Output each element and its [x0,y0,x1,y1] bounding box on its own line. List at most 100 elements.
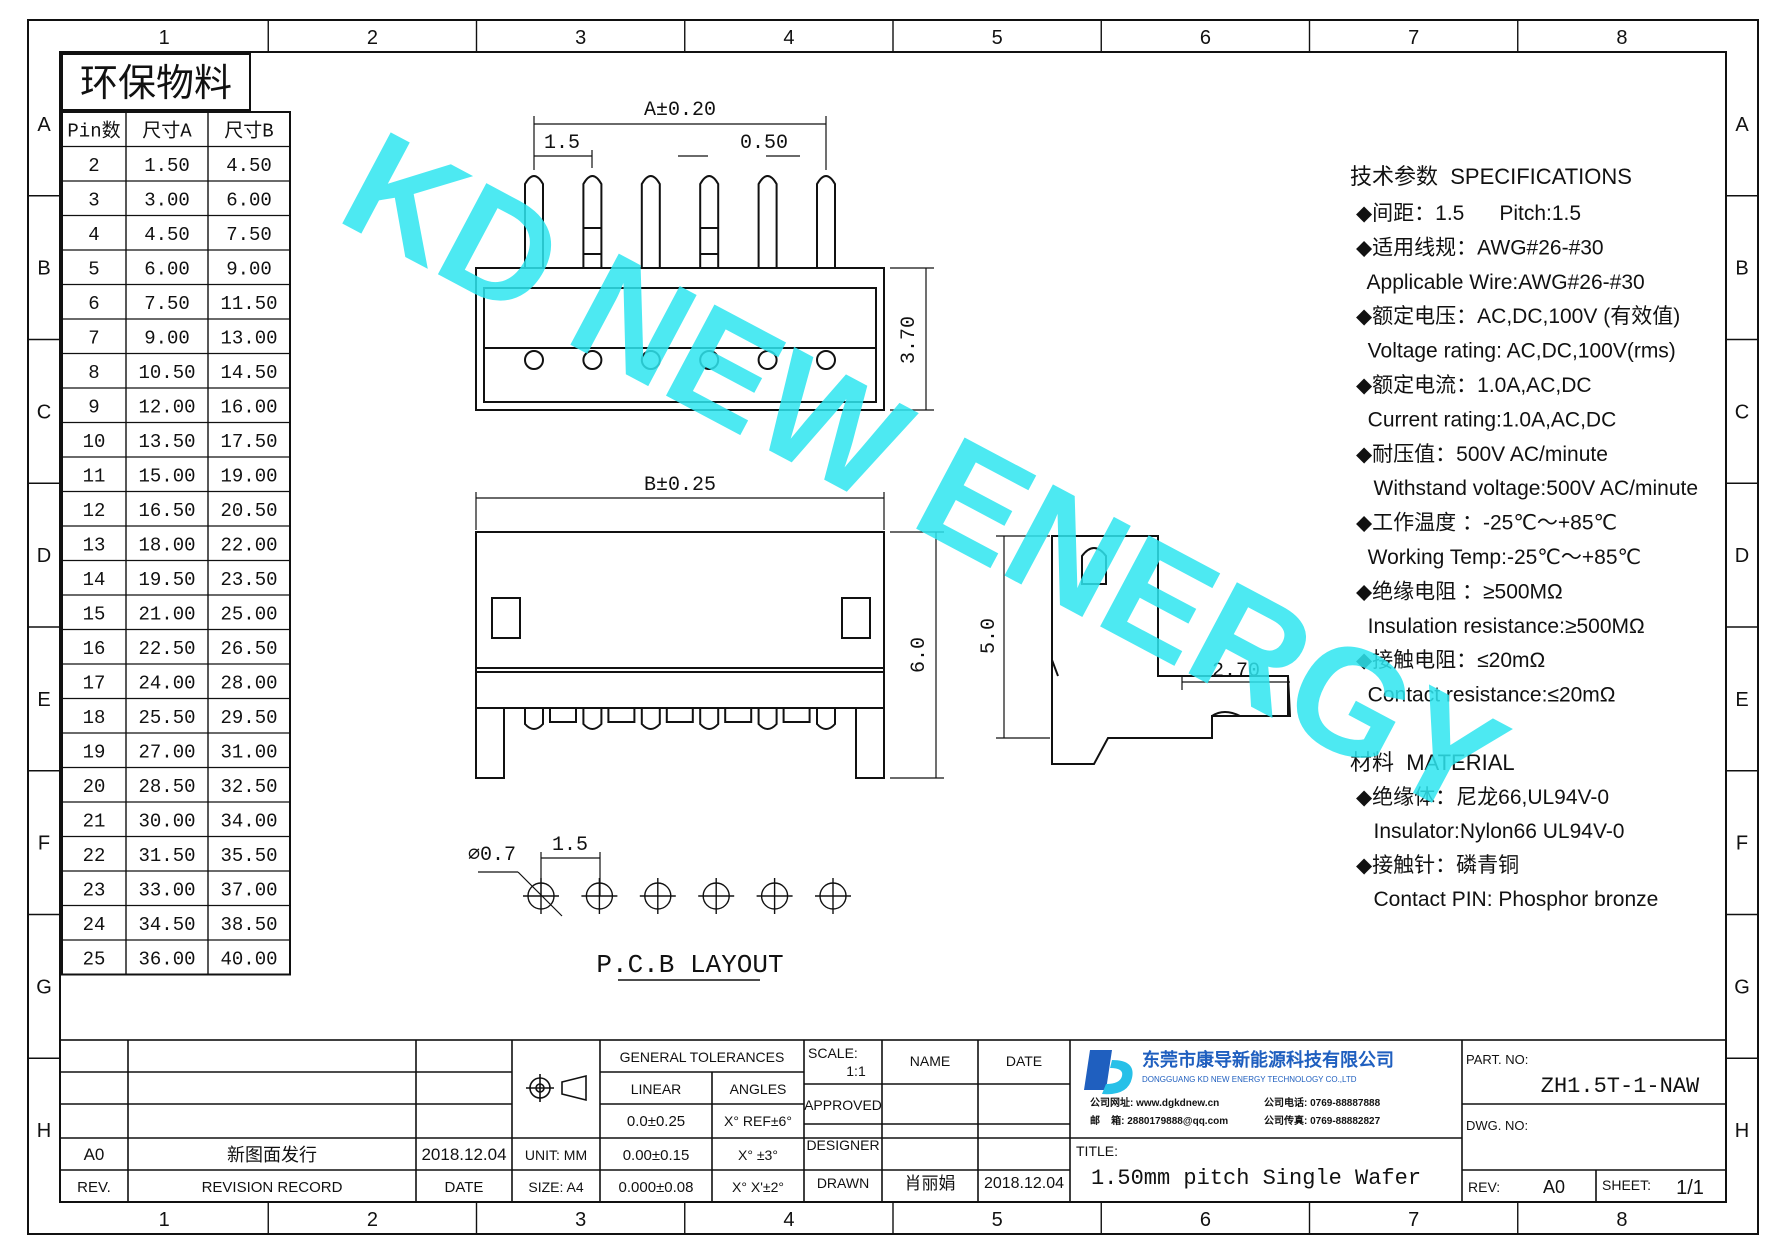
pin-table-cell: 25.50 [138,707,195,729]
spec-line: ◆适用线规：AWG#26-#30 [1356,236,1604,259]
pin-table-cell: 30.00 [138,810,195,832]
pin-table-cell: 6.00 [144,258,190,280]
linear-header: LINEAR [631,1081,682,1097]
zone-column-label: 7 [1408,27,1419,49]
tolerance-1: 0.0±0.25 [627,1113,685,1130]
bottom-dimensions [475,492,944,779]
spec-line: Applicable Wire:AWG#26-#30 [1356,271,1645,294]
company-name-cn: 东莞市康导新能源科技有限公司 [1142,1049,1394,1070]
contact-email: 邮 箱: 2880179888@qq.com [1090,1114,1228,1127]
title-label: TITLE: [1076,1143,1118,1159]
zone-column-label: 2 [367,1209,378,1231]
material-title: 材料 MATERIAL [1350,750,1515,775]
pin-table-cell: 15.00 [138,465,195,487]
zone-column-label: 2 [367,27,378,49]
general-tolerances-label: GENERAL TOLERANCES [620,1049,785,1065]
pin-table-cell: 19.50 [138,569,195,591]
front-hole [582,350,603,370]
scale-value: 1:1 [846,1063,866,1079]
zone-column-label: 8 [1616,1209,1627,1231]
pin-table-cell: 1.50 [144,155,190,177]
pin-table-cell: 9.00 [226,258,272,280]
zone-row-label: D [1735,545,1749,567]
zone-row-label: E [37,689,50,711]
designer-label: DESIGNER [806,1137,879,1153]
pin-table-cell: 3.00 [144,189,190,211]
front-hole [757,350,778,370]
spec-line: Working Temp:-25℃～+85℃ [1356,546,1641,569]
zone-row-label: B [1735,258,1748,280]
pin-table-cell: 4 [88,224,99,246]
pcb-layout-label: P.C.B LAYOUT [596,950,783,980]
zone-row-label: C [37,401,51,423]
spec-line: ◆间距：1.5 Pitch:1.5 [1356,202,1581,225]
pin-table-cell: 16.50 [138,500,195,522]
bottom-slot [665,707,694,723]
approved-label: APPROVED [804,1097,882,1113]
bottom-pin [582,708,603,730]
pin-table-header: 尺寸A [142,119,192,142]
sheet-label: SHEET: [1602,1177,1651,1193]
front-pin [757,175,778,268]
spec-line: ◆耐压值：500V AC/minute [1356,443,1608,466]
dwg-no-label: DWG. NO: [1466,1118,1528,1133]
pin-table-cell: 31.50 [138,845,195,867]
spec-line: Voltage rating: AC,DC,100V(rms) [1356,340,1676,363]
pin-table-cell: 20.50 [220,500,277,522]
spec-line: ◆绝缘电阻 ：≥500MΩ [1356,580,1563,603]
material-line: Insulator:Nylon66 UL94V-0 [1356,820,1625,843]
bottom-pin [757,708,778,730]
pin-table-cell: 34.50 [138,914,195,936]
pin-table-cell: 22.00 [220,534,277,556]
pin-table-cell: 4.50 [144,224,190,246]
zone-column-label: 6 [1200,1209,1211,1231]
pin-table-cell: 36.00 [138,948,195,970]
zone-column-label: 5 [992,27,1003,49]
angles-header: ANGLES [730,1081,787,1097]
material-line: Contact PIN: Phosphor bronze [1356,888,1658,911]
scale-label: SCALE: [808,1045,858,1061]
bottom-slot [549,707,577,723]
pin-table-cell: 19.00 [220,465,277,487]
pin-table-cell: 20 [83,776,106,798]
zone-row-label: H [37,1120,51,1142]
title-value: 1.50mm pitch Single Wafer [1091,1166,1421,1191]
pin-table-cell: 22.50 [138,638,195,660]
pin-table-cell: 31.00 [220,741,277,763]
pin-table-cell: 12 [83,500,106,522]
zone-row-label: B [37,258,50,280]
pin-table-cell: 8 [88,362,99,384]
pin-table-cell: 15 [83,603,106,625]
pin-table-cell: 11.50 [220,293,277,315]
drawn-date: 2018.12.04 [984,1175,1064,1192]
pin-table-cell: 19 [83,741,106,763]
rev-header: REV. [77,1179,111,1196]
pin-table-cell: 33.00 [138,879,195,901]
zone-column-label: 8 [1616,27,1627,49]
pin-table-cell: 9.00 [144,327,190,349]
dim-side-height-label: 5.0 [978,618,1001,654]
front-view [475,175,885,411]
dim-pcb-pitch-label: 1.5 [552,834,588,857]
bottom-pin [524,708,544,730]
pin-table-cell: 14.50 [220,362,277,384]
pin-table-cell: 27.00 [138,741,195,763]
zone-column-label: 3 [575,1209,586,1231]
dim-height-label: 3.70 [898,316,921,364]
contact-website: 公司网址: www.dgkdnew.cn [1090,1096,1219,1109]
pin-table-cell: 10.50 [138,362,195,384]
spec-line: Withstand voltage:500V AC/minute [1356,477,1698,500]
eco-label: 环保物料 [80,63,232,105]
zone-row-label: C [1735,401,1749,423]
dim-b-label: B±0.25 [644,474,716,497]
spec-line: Insulation resistance:≥500MΩ [1356,615,1645,638]
bottom-pin [816,708,836,730]
pin-table-cell: 40.00 [220,948,277,970]
dim-a-label: A±0.20 [644,99,716,122]
zone-row-label: F [38,833,50,855]
spec-line: ◆工作温度 ：-25℃～+85℃ [1356,512,1617,535]
pin-table-cell: 23 [83,879,106,901]
pin-table-cell: 17.50 [220,431,277,453]
pin-table-cell: 7.50 [226,224,272,246]
